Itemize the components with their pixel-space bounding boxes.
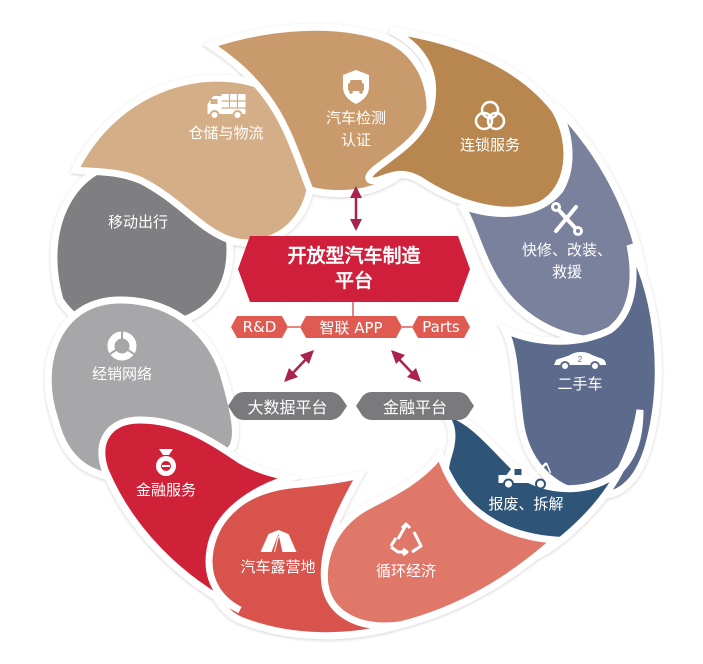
center-title-line2: 平台 xyxy=(334,270,373,292)
segment-used-car-label: 2 二手车 xyxy=(552,349,608,395)
segment-inspection-label: 汽车检测 认证 xyxy=(326,69,386,151)
tow-truck-icon xyxy=(497,462,551,490)
segment-repair-label: 快修、改装、 救援 xyxy=(522,201,612,283)
segment-campsite-label: 汽车露营地 xyxy=(240,528,316,578)
platform-bigdata-shape xyxy=(228,392,347,420)
center-title-line1: 开放型汽车制造 xyxy=(287,245,421,267)
money-bag-icon xyxy=(155,449,176,476)
segment-chain-service xyxy=(365,26,571,214)
svg-text:2: 2 xyxy=(578,355,583,364)
platform-finance-label: 金融平台 xyxy=(382,398,447,417)
platform-bigdata: 大数据平台 xyxy=(228,392,347,420)
interlocking-circles-icon xyxy=(474,100,506,131)
tag-parts: Parts xyxy=(412,316,470,338)
shield-car-icon xyxy=(342,70,369,104)
center-connectors xyxy=(284,186,421,382)
segment-dealer-network-label: 经销网络 xyxy=(92,331,152,385)
platform-finance: 金融平台 xyxy=(356,392,474,420)
segment-logistics-label: 仓储与物流 xyxy=(188,92,264,144)
center-title-shape xyxy=(238,236,470,302)
donut-network-icon xyxy=(107,331,137,361)
tag-parts-label: Parts xyxy=(422,318,460,336)
tag-smart-app: 智联 APP xyxy=(300,316,402,338)
segment-circular-economy-label: 循环经济 xyxy=(376,522,436,582)
tag-smart-app-label: 智联 APP xyxy=(319,318,383,337)
tag-parts-shape xyxy=(412,316,470,338)
used-car-icon: 2 xyxy=(554,352,606,371)
segment-scrap-label: 报废、拆解 xyxy=(488,461,564,515)
segment-chain-service-label: 连锁服务 xyxy=(460,100,520,156)
segment-logistics xyxy=(69,74,316,247)
delivery-truck-icon xyxy=(206,94,245,120)
segment-campsite xyxy=(205,469,402,640)
segment-mobility-label: 移动出行 xyxy=(107,213,169,231)
segment-financial-services xyxy=(98,416,303,614)
platform-bigdata-label: 大数据平台 xyxy=(247,398,328,417)
segment-used-car xyxy=(497,243,662,500)
tag-rd-shape xyxy=(231,316,288,338)
center-title: 开放型汽车制造 平台 xyxy=(238,236,470,302)
wrench-screwdriver-icon xyxy=(550,202,583,236)
tag-app-shape xyxy=(300,316,402,338)
tag-rd-label: R&D xyxy=(242,318,277,336)
platform-finance-shape xyxy=(356,392,474,420)
segment-financial-services-label: 金融服务 xyxy=(136,447,196,501)
recycle-icon xyxy=(389,522,423,557)
tent-icon xyxy=(259,530,296,553)
tag-rd: R&D xyxy=(231,316,288,338)
